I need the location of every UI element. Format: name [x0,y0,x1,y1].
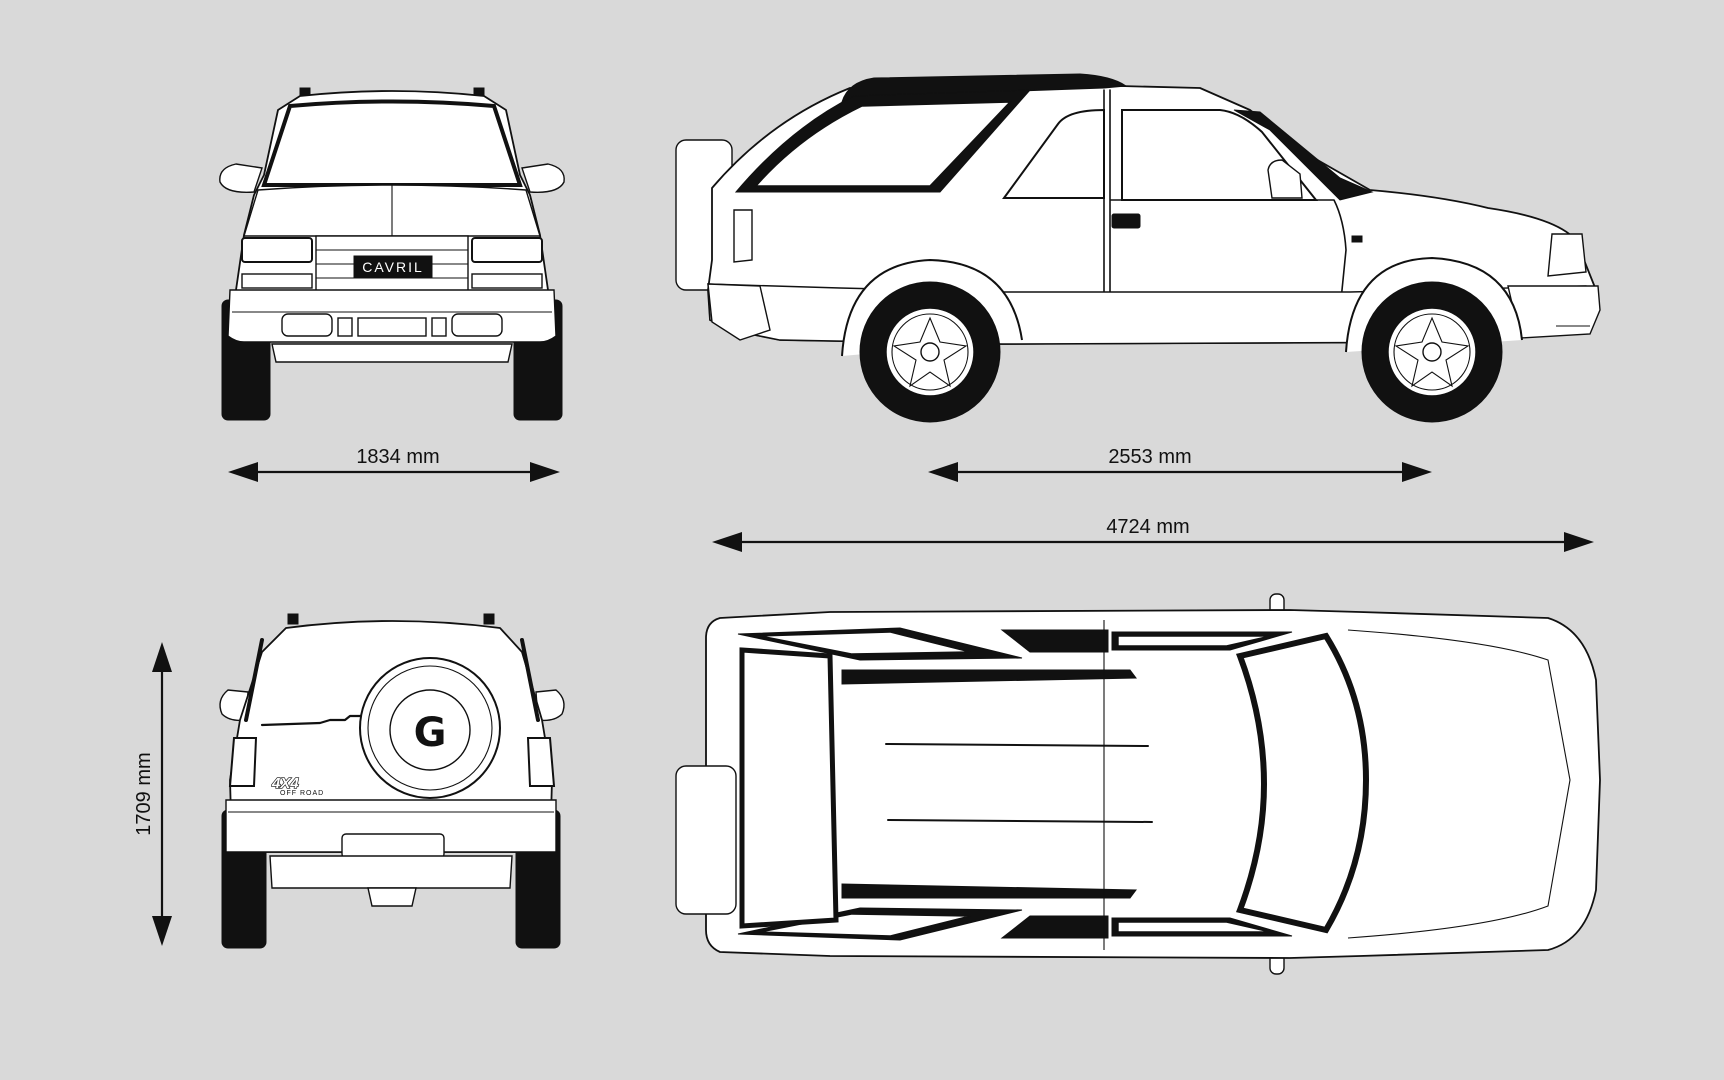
top-left-quarter-glass [1000,629,1109,653]
side-rear-bumper [707,283,771,341]
rear-4x4-emblem: 4X4 [271,775,299,792]
rear-spare-wheel-logo: G [414,710,447,756]
side-rear-glass [754,101,1012,187]
top-hood [1347,629,1571,939]
front-windshield [261,99,523,187]
dimension-height: 1709 mm [133,642,172,946]
dimension-length-label: 4724 mm [1106,516,1189,538]
top-view [675,593,1601,975]
top-right-roof-rail [841,883,1137,899]
top-windshield [1235,632,1370,934]
top-spare-wheel [675,765,737,915]
front-left-mirror [219,163,263,193]
rear-right-mirror [535,689,565,722]
rear-left-tail-light [228,737,258,787]
side-marker-light [1351,235,1363,243]
side-a-pillar [1233,109,1374,201]
dimension-length: 4724 mm [712,516,1594,552]
front-right-mirror [521,163,565,193]
rear-license-plate-area [341,833,445,859]
side-front-bumper [1507,285,1601,339]
front-left-indicator [241,273,313,289]
top-rear-window [739,647,839,929]
side-roof-rail [841,73,1128,103]
side-mirror [1267,159,1303,199]
front-right-headlight [471,237,543,263]
top-left-roof-rail [841,669,1137,685]
front-left-fog-light [281,313,333,337]
rear-off-road-emblem: OFF ROAD [280,790,324,797]
top-right-quarter-glass [1000,915,1109,939]
rear-tow-hitch [367,887,417,907]
rear-spare-wheel-hub [389,689,471,771]
side-headlight [1547,233,1587,277]
dimension-width: 1834 mm [228,446,560,482]
front-right-indicator [471,273,543,289]
front-skid-plate [271,343,513,363]
dimension-width-label: 1834 mm [356,446,439,468]
rear-bumper [225,799,557,853]
dimension-height-label: 1709 mm [133,752,155,835]
front-left-headlight [241,237,313,263]
dimension-wheelbase-label: 2553 mm [1108,446,1191,468]
dimension-wheelbase: 2553 mm [928,446,1432,482]
side-door-handle [1111,213,1141,229]
rear-right-tail-light [526,737,556,787]
top-body-shell [705,609,1601,959]
rear-view: G 4X4 OFF ROAD [219,613,565,949]
front-right-fog-light [451,313,503,337]
side-view [675,73,1601,423]
front-license-plate-area [357,317,427,337]
front-grille-badge-text: CAVRIL [362,259,424,275]
side-tail-light [733,209,753,263]
front-grille-badge [353,255,433,279]
front-view: CAVRIL [219,87,565,421]
